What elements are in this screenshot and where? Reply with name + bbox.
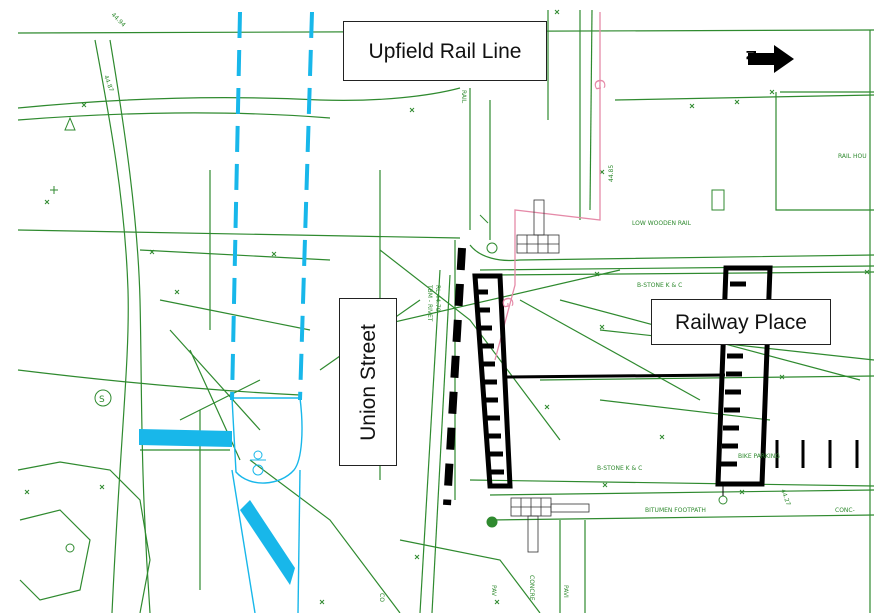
cad-rail-house: RAIL HOU	[838, 153, 867, 160]
cad-lines	[17, 9, 874, 613]
cad-bitumen-footpath: BITUMEN FOOTPATH	[645, 507, 706, 514]
upfield-rail-line-label: Upfield Rail Line	[343, 21, 547, 81]
tram-stop-markings	[139, 429, 295, 585]
bike-racks	[775, 440, 859, 468]
union-street-text: Union Street	[356, 323, 380, 441]
tactile-paving	[443, 247, 859, 506]
grid-blocks	[510, 199, 590, 553]
cad-level-1: 44.94	[110, 11, 127, 28]
gas-label-1: G	[590, 78, 608, 91]
cad-conc-right: CONC-	[835, 507, 855, 514]
cad-pav-1: PAV	[490, 585, 497, 597]
cad-low-wooden-rail: LOW WOODEN RAIL	[632, 220, 692, 227]
tactile-teeth-left	[478, 289, 504, 475]
cad-bstone-top: B-STONE K & C	[637, 282, 682, 289]
survey-points	[24, 9, 870, 605]
railway-place-label: Railway Place	[651, 299, 831, 345]
cad-pav-2: PAVI	[562, 585, 569, 598]
cad-s-symbol: S	[99, 395, 105, 405]
gas-line	[494, 12, 601, 361]
cad-tbm: TBM - RIVET	[426, 284, 433, 322]
gas-label-2: G	[498, 296, 516, 309]
cad-rl: RL 44.70	[434, 285, 441, 312]
cad-rail-label: RAIL	[460, 90, 467, 104]
union-street-label: Union Street	[339, 298, 397, 466]
cad-conc-bottom: CONCRE	[528, 575, 535, 601]
cad-level-3: 44.85	[608, 165, 615, 182]
cad-bstone-bottom: B-STONE K & C	[597, 465, 642, 472]
north-indicator: N	[743, 44, 828, 74]
cad-bike-parking: BIKE PARKING	[738, 453, 780, 460]
cad-conc-left: CO	[378, 593, 385, 602]
tram-tracks	[230, 11, 314, 613]
tram-symbol	[250, 450, 266, 476]
north-arrow-icon	[748, 45, 794, 73]
misc-symbols	[50, 116, 728, 553]
